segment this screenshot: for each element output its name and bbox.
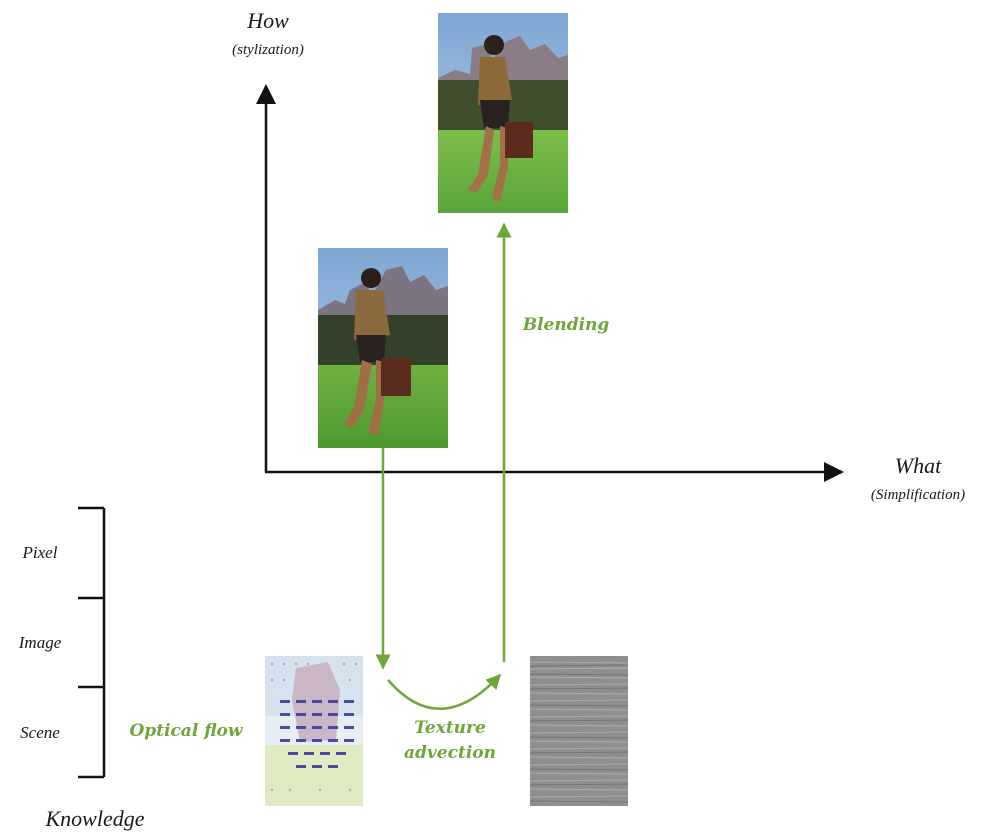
knowledge-title: Knowledge bbox=[45, 806, 145, 831]
axis-how-label: How bbox=[246, 8, 289, 33]
knowledge-level-image: Image bbox=[18, 633, 62, 652]
texture-label-line2: advection bbox=[404, 743, 496, 763]
axis-what-label: What bbox=[895, 453, 942, 478]
knowledge-bracket bbox=[78, 506, 106, 779]
advected-texture-noise bbox=[529, 656, 629, 806]
texture-advection-arrow bbox=[387, 673, 502, 711]
knowledge-level-pixel: Pixel bbox=[22, 543, 58, 562]
photo-stylized-walker bbox=[438, 13, 568, 213]
optical-flow-label: Optical flow bbox=[129, 721, 243, 741]
knowledge-level-scene: Scene bbox=[20, 723, 60, 742]
texture-label-line1: Texture bbox=[414, 718, 486, 738]
optical-flow-field bbox=[265, 656, 363, 806]
axis-what-sublabel: (Simplification) bbox=[871, 487, 965, 503]
blending-label: Blending bbox=[522, 315, 610, 335]
axis-how-sublabel: (stylization) bbox=[232, 42, 304, 58]
photo-walker-original bbox=[318, 248, 448, 448]
